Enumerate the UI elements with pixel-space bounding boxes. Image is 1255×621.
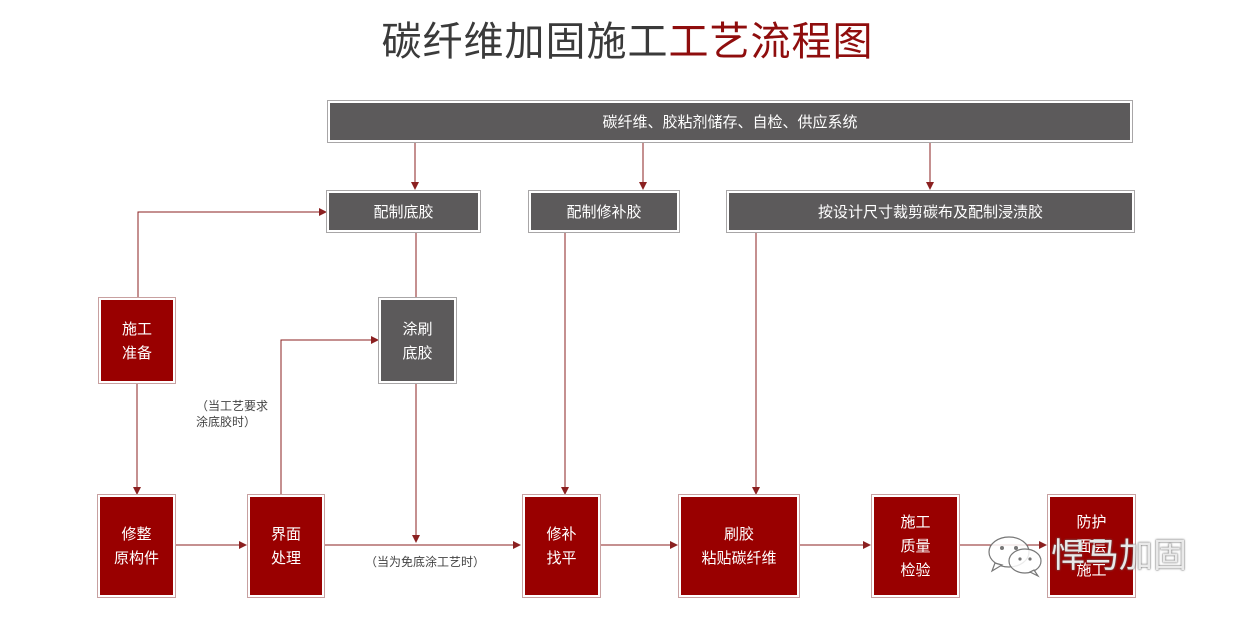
box-repair-member: 修整 原构件 (97, 494, 176, 598)
box-prepare-repair-glue: 配制修补胶 (528, 190, 680, 233)
box-cut-fabric: 按设计尺寸裁剪碳布及配制浸渍胶 (726, 190, 1135, 233)
title-main: 碳纤维加固施工 (381, 19, 669, 65)
note-when-primer-required: （当工艺要求 涂底胶时） (196, 399, 269, 429)
box-protective-coating: 防护 面层 施工 (1047, 494, 1136, 598)
box-construction-prepare: 施工 准备 (98, 297, 176, 384)
supply-system-bar: 碳纤维、胶粘剂储存、自检、供应系统 (327, 100, 1133, 143)
page-title: 碳纤维加固施工工艺流程图 (0, 14, 1255, 70)
box-prepare-primer: 配制底胶 (326, 190, 481, 233)
box-bond-carbon-fiber: 刷胶 粘贴碳纤维 (678, 494, 800, 598)
box-patch-level: 修补 找平 (522, 494, 601, 598)
arrow-prepare-to-primer (137, 208, 327, 298)
note-when-primer-exempt: （当为免底涂工艺时） (365, 555, 486, 569)
box-quality-inspection: 施工 质量 检验 (871, 494, 960, 598)
arrow-interface-to-coat (280, 336, 379, 496)
title-accent: 工艺流程图 (668, 19, 874, 65)
box-interface-treatment: 界面 处理 (247, 494, 325, 598)
box-coat-primer: 涂刷 底胶 (378, 297, 457, 384)
